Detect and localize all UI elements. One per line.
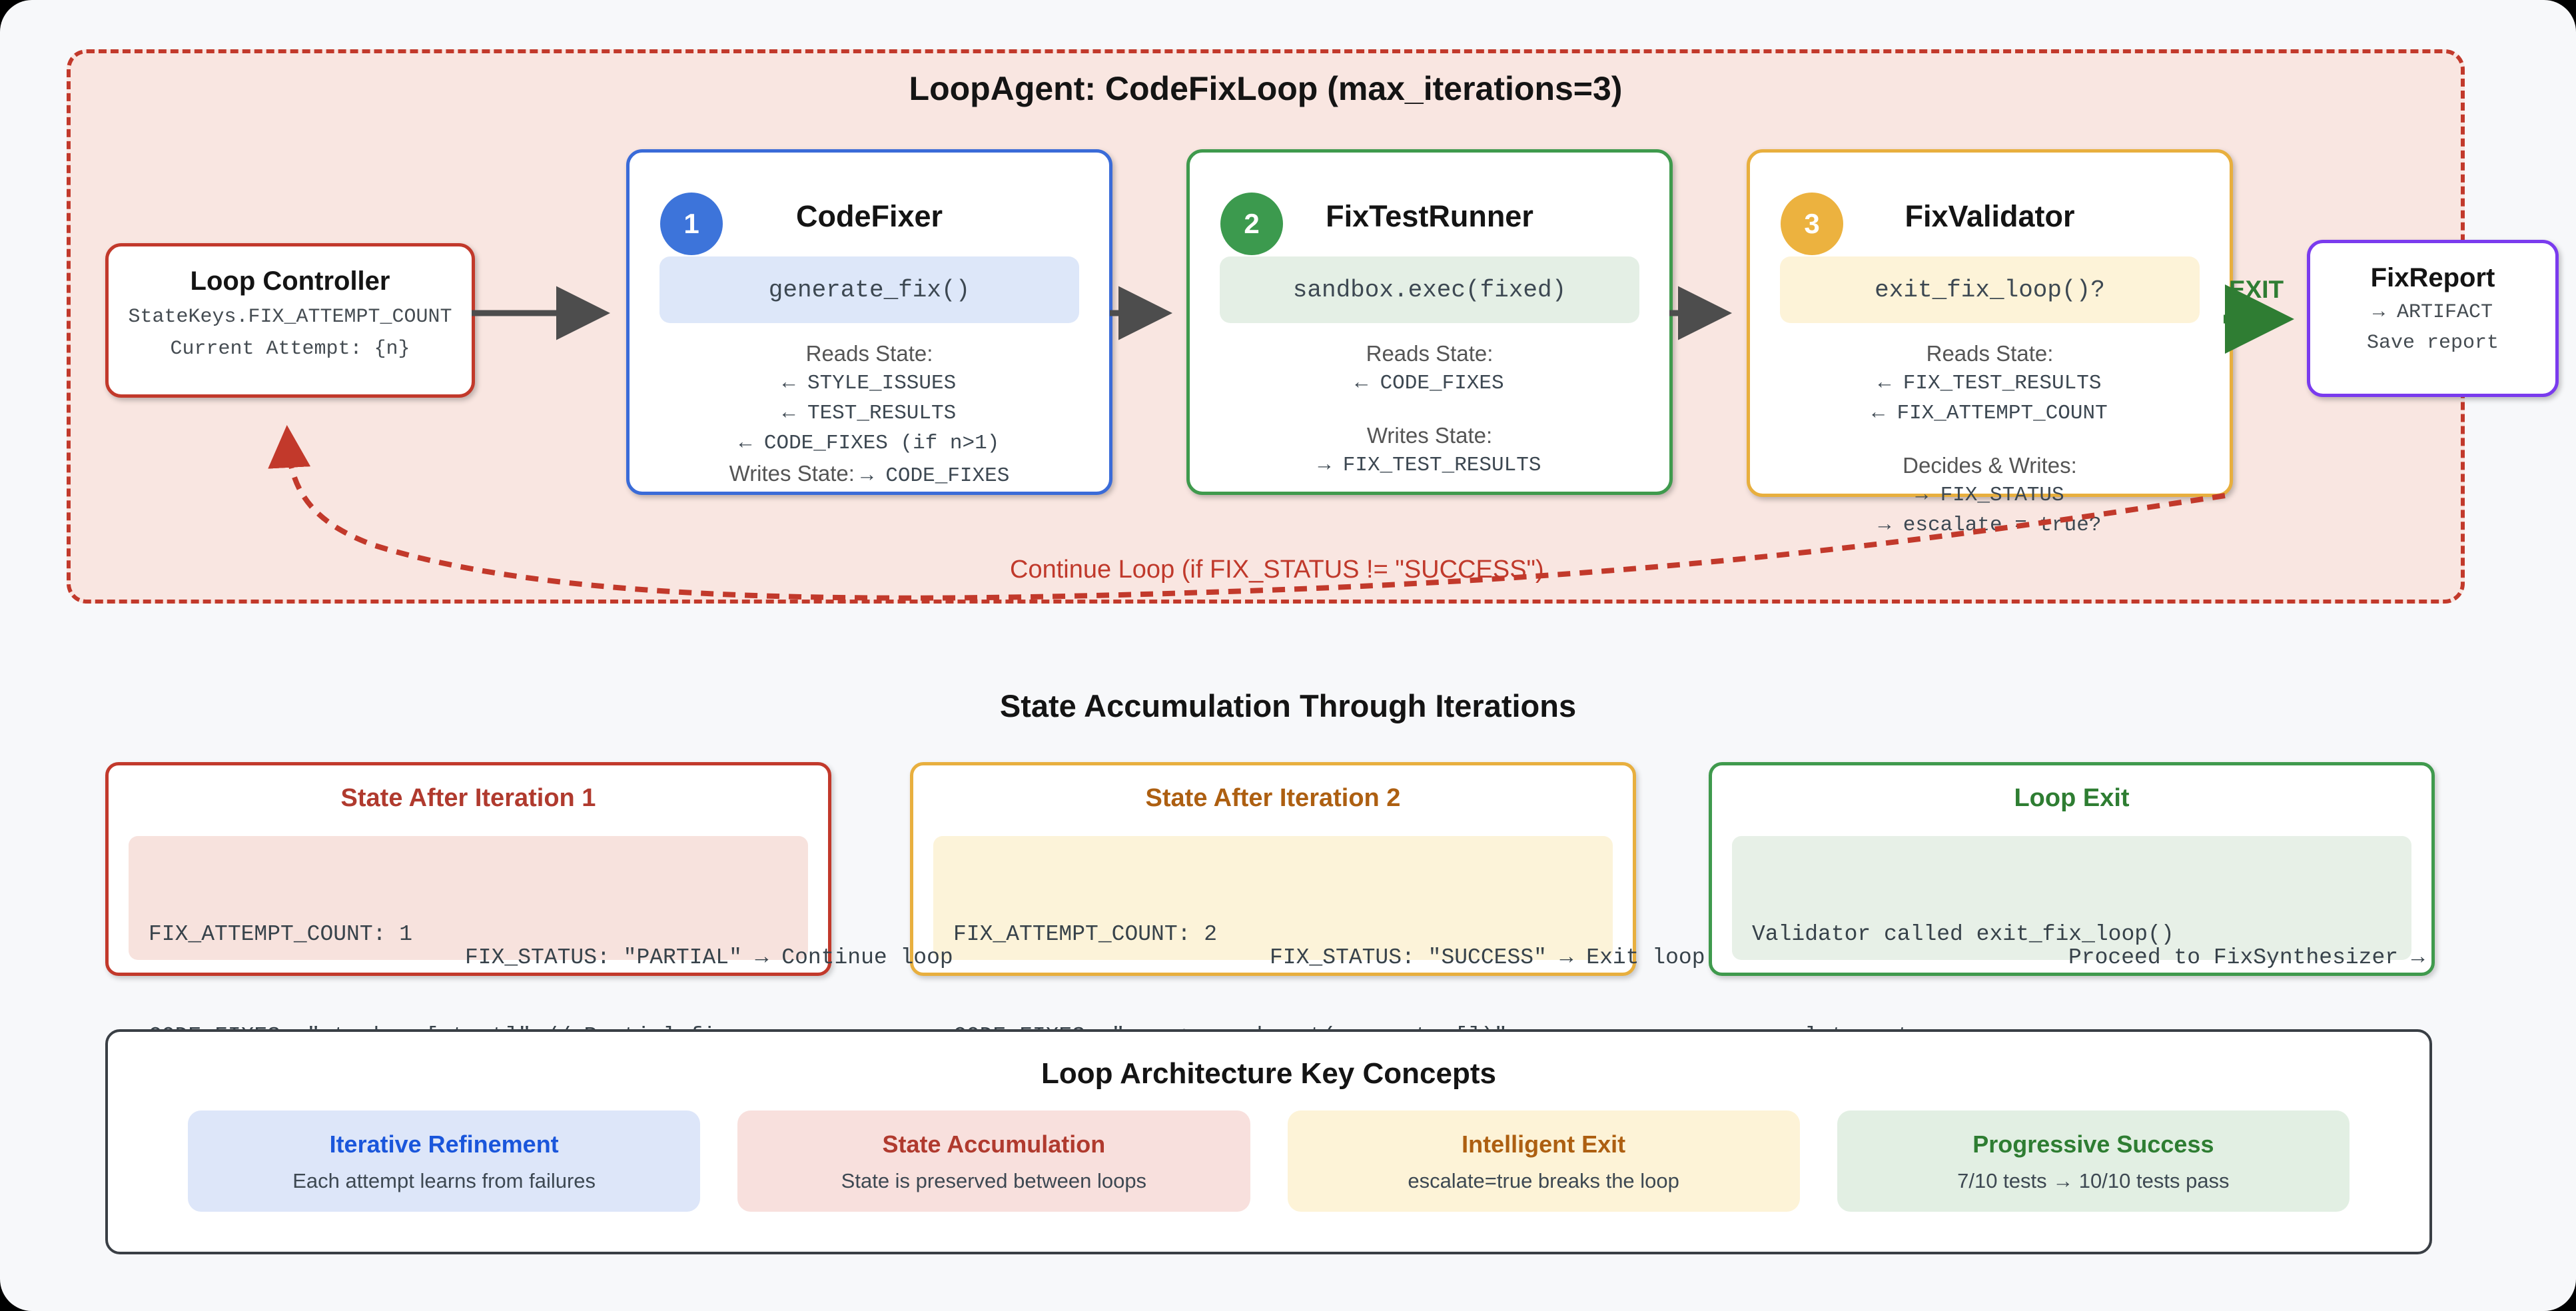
code-line: FIX_ATTEMPT_COUNT: 2 (953, 922, 1218, 947)
codefixer-read-2: ← TEST_RESULTS (782, 402, 957, 425)
state-iteration-2-box: State After Iteration 2 FIX_ATTEMPT_COUN… (910, 762, 1705, 1150)
state-iteration-1-box: State After Iteration 1 FIX_ATTEMPT_COUN… (105, 762, 953, 1150)
fixtestrunner-writes-label: Writes State: (1366, 423, 1493, 448)
fixvalidator-method-pill: exit_fix_loop()? (1780, 256, 2200, 323)
loop-controller-attempt: Current Attempt: {n} (170, 338, 410, 360)
fixvalidator-node: 3 FixValidator exit_fix_loop()? Reads St… (1747, 149, 2233, 537)
continue-loop-label: Continue Loop (if FIX_STATUS != "SUCCESS… (1010, 556, 1544, 584)
fixreport-artifact: → ARTIFACT (2372, 301, 2493, 324)
concept-card-desc: State is preserved between loops (841, 1169, 1147, 1192)
fixreport-save: Save report (2366, 332, 2499, 354)
concept-card-intelligent-exit: Intelligent Exit escalate=true breaks th… (1287, 1110, 1800, 1212)
concept-card-title: Progressive Success (1972, 1130, 2214, 1158)
codefixer-method-pill: generate_fix() (659, 256, 1079, 323)
step-2-badge: 2 (1220, 193, 1283, 255)
loop-controller-title: Loop Controller (190, 266, 390, 296)
fixvalidator-write-2: → escalate = true? (1878, 514, 2102, 537)
step-1-badge: 1 (660, 193, 723, 255)
codefixer-writes-value: → CODE_FIXES (861, 464, 1010, 488)
concept-card-desc: 7/10 tests → 10/10 tests pass (1957, 1169, 2230, 1192)
fixvalidator-decides-label: Decides & Writes: (1903, 453, 2077, 478)
state-iteration-2-code: FIX_ATTEMPT_COUNT: 2 CODE_FIXES: "... + … (933, 836, 1613, 1150)
fixvalidator-read-2: ← FIX_ATTEMPT_COUNT (1872, 402, 2108, 425)
spacer (1750, 430, 2230, 449)
fixvalidator-title: FixValidator (1905, 199, 2075, 233)
fixvalidator-write-1: → FIX_STATUS (1915, 484, 2064, 507)
codefixer-title: CodeFixer (795, 199, 943, 233)
exit-label: EXIT (2228, 276, 2284, 303)
concept-card-title: Iterative Refinement (329, 1130, 559, 1158)
fixreport-title: FixReport (2370, 263, 2495, 292)
codefixer-writes-line: Writes State: → CODE_FIXES (630, 460, 1109, 490)
loop-controller-statekey: StateKeys.FIX_ATTEMPT_COUNT (128, 306, 452, 328)
codefixer-node: 1 CodeFixer generate_fix() Reads State: … (626, 149, 1112, 495)
state-iteration-1-code: FIX_ATTEMPT_COUNT: 1 CODE_FIXES: "stack … (129, 836, 808, 1150)
codefixer-read-3: ← CODE_FIXES (if n>1) (739, 432, 1000, 455)
step-3-badge: 3 (1781, 193, 1843, 255)
code-line: Validator called exit_fix_loop() (1752, 922, 2174, 947)
concept-card-title: State Accumulation (882, 1130, 1106, 1158)
fixtestrunner-reads-label: Reads State: (1366, 341, 1494, 366)
key-concepts-panel: Loop Architecture Key Concepts Iterative… (105, 1029, 2432, 1254)
loop-agent-title: LoopAgent: CodeFixLoop (max_iterations=3… (909, 70, 1623, 107)
fixvalidator-reads-label: Reads State: (1926, 341, 2054, 366)
code-line: FIX_ATTEMPT_COUNT: 1 (149, 922, 413, 947)
state-section-heading: State Accumulation Through Iterations (999, 688, 1577, 723)
loop-controller-node: Loop Controller StateKeys.FIX_ATTEMPT_CO… (105, 243, 475, 398)
codefixer-reads-label: Reads State: (805, 341, 933, 366)
concept-card-desc: escalate=true breaks the loop (1408, 1169, 1679, 1192)
fixtestrunner-method-pill: sandbox.exec(fixed) (1220, 256, 1639, 323)
fixtestrunner-read-1: ← CODE_FIXES (1355, 372, 1504, 395)
fixtestrunner-node: 2 FixTestRunner sandbox.exec(fixed) Read… (1186, 149, 1673, 495)
spacer (1190, 400, 1669, 419)
concept-card-progressive-success: Progressive Success 7/10 tests → 10/10 t… (1837, 1110, 2350, 1212)
fixtestrunner-title: FixTestRunner (1326, 199, 1533, 233)
concept-card-state-accumulation: State Accumulation State is preserved be… (737, 1110, 1250, 1212)
state-iteration-1-status: FIX_STATUS: "PARTIAL" → Continue loop (465, 945, 953, 970)
concept-cards-row: Iterative Refinement Each attempt learns… (188, 1110, 2350, 1212)
state-iteration-1-title: State After Iteration 1 (340, 784, 596, 812)
fixtestrunner-write-1: → FIX_TEST_RESULTS (1318, 454, 1541, 477)
concept-card-title: Intelligent Exit (1462, 1130, 1626, 1158)
concept-card-iterative-refinement: Iterative Refinement Each attempt learns… (188, 1110, 701, 1212)
loop-exit-code: Validator called exit_fix_loop() escalat… (1732, 836, 2411, 1150)
codefixer-writes-label: Writes State: (729, 461, 855, 486)
state-iteration-2-status: FIX_STATUS: "SUCCESS" → Exit loop (1270, 945, 1705, 970)
fixvalidator-read-1: ← FIX_TEST_RESULTS (1878, 372, 2102, 395)
fixreport-node: FixReport → ARTIFACT Save report (2307, 240, 2559, 397)
loop-exit-proceed: Proceed to FixSynthesizer → (2068, 945, 2425, 970)
loop-exit-title: Loop Exit (2014, 784, 2130, 812)
concept-card-desc: Each attempt learns from failures (292, 1169, 596, 1192)
state-iteration-2-title: State After Iteration 2 (1145, 784, 1401, 812)
codefixer-read-1: ← STYLE_ISSUES (782, 372, 957, 395)
key-concepts-heading: Loop Architecture Key Concepts (1041, 1057, 1496, 1090)
loop-exit-box: Loop Exit Validator called exit_fix_loop… (1709, 762, 2435, 1150)
